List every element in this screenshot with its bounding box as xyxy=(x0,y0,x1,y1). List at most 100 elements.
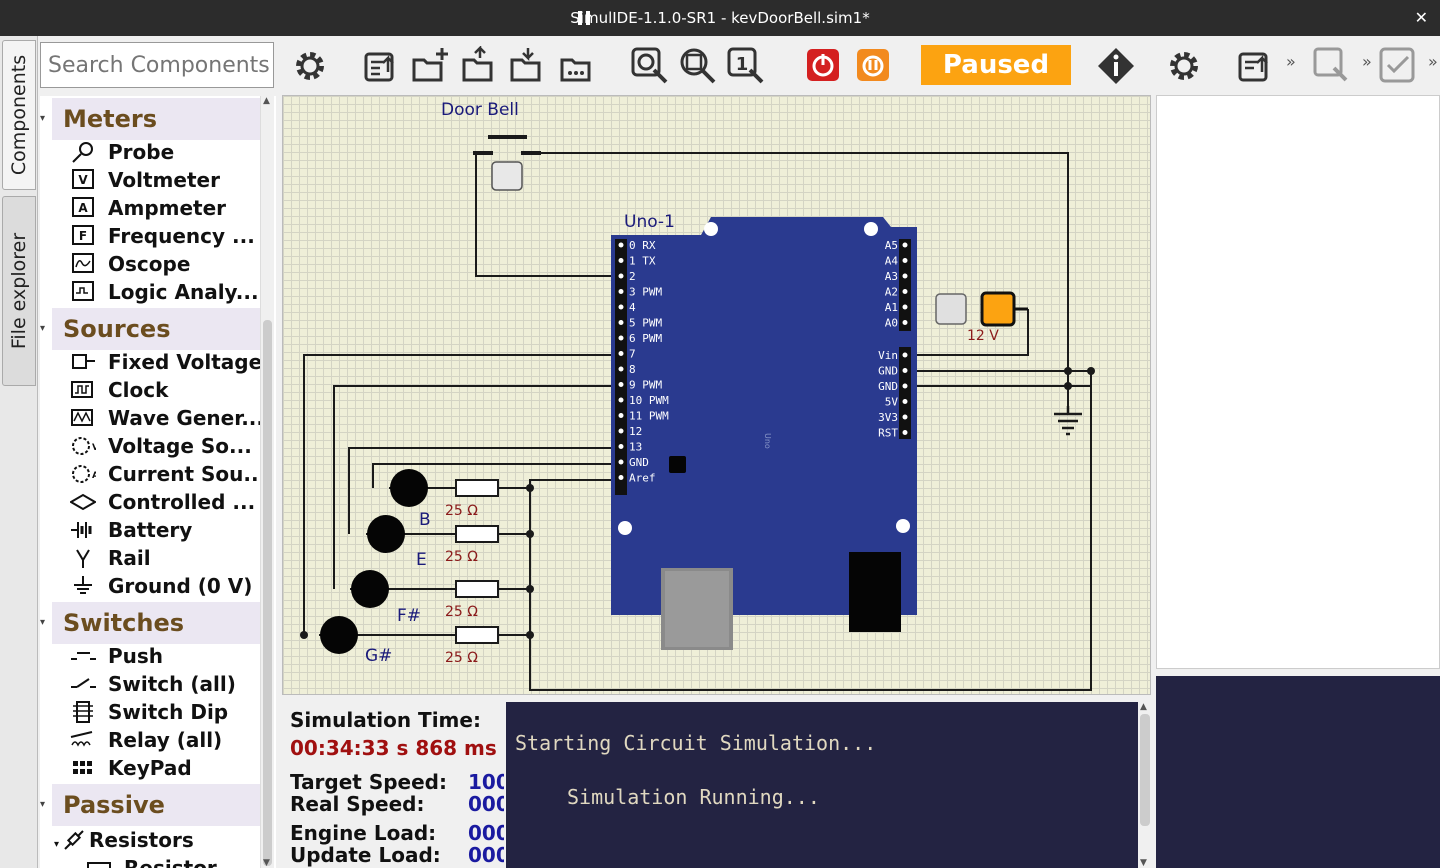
console-scrollbar[interactable]: ▲▼ xyxy=(1138,702,1152,868)
pin-dot[interactable] xyxy=(902,430,908,435)
pin-dot[interactable] xyxy=(618,428,624,434)
category-meters[interactable]: ▾Meters xyxy=(40,98,260,140)
save-as-icon[interactable] xyxy=(558,46,598,86)
arduino-uno-board[interactable]: Uno xyxy=(611,217,917,650)
secondary-output-panel xyxy=(1156,676,1440,868)
list-item[interactable]: Switch Dip xyxy=(70,698,270,726)
list-item[interactable]: Rail xyxy=(70,544,270,572)
pin-dot[interactable] xyxy=(902,242,908,248)
list-item[interactable]: Switch (all) xyxy=(70,670,270,698)
pin-dot[interactable] xyxy=(618,366,624,372)
list-item[interactable]: KeyPad xyxy=(70,754,270,782)
component-list-scrollbar[interactable]: ▲▼ xyxy=(260,96,274,868)
list-item[interactable]: Controlled ... xyxy=(70,488,270,516)
info-icon[interactable] xyxy=(1096,46,1136,86)
pin-dot[interactable] xyxy=(902,320,908,325)
pin-dot[interactable] xyxy=(618,459,624,465)
pin-dot[interactable] xyxy=(618,475,624,480)
category-passive[interactable]: ▾Passive xyxy=(40,784,260,826)
resistor[interactable] xyxy=(455,580,499,598)
list-item-resistors[interactable]: ▾Resistors xyxy=(54,828,194,852)
pin-dot[interactable] xyxy=(902,289,908,294)
vin-switch[interactable] xyxy=(935,293,967,325)
list-item[interactable]: Ground (0 V) xyxy=(70,572,270,600)
pin-dot[interactable] xyxy=(618,335,624,341)
resistor-label: 25 Ω xyxy=(445,503,478,519)
open-folder-icon[interactable] xyxy=(460,46,500,86)
pause-simulation-icon[interactable] xyxy=(856,48,890,82)
pin-dot[interactable] xyxy=(618,351,624,356)
svg-text:A: A xyxy=(92,471,96,481)
pin-dot[interactable] xyxy=(902,258,908,263)
pin-dot[interactable] xyxy=(618,304,624,310)
status-paused-badge[interactable]: Paused xyxy=(921,45,1071,85)
pin-dot[interactable] xyxy=(902,273,908,279)
buzzer-3[interactable] xyxy=(319,616,456,654)
toolbar-overflow-3[interactable]: » xyxy=(1428,52,1438,71)
checkbox-icon[interactable] xyxy=(1378,46,1418,86)
pin-label: A4 xyxy=(885,255,899,268)
open-recent-icon[interactable] xyxy=(1236,46,1276,86)
zoom-fit-icon[interactable] xyxy=(630,46,670,86)
list-item[interactable]: Resistor xyxy=(86,854,276,868)
close-icon[interactable]: ✕ xyxy=(1414,8,1428,27)
list-item[interactable]: Relay (all) xyxy=(70,726,270,754)
list-item[interactable]: Battery xyxy=(70,516,270,544)
zoom-selection-icon[interactable] xyxy=(678,46,718,86)
buzzer-2[interactable] xyxy=(350,570,456,608)
pin-dot[interactable] xyxy=(618,413,624,418)
pin-dot[interactable] xyxy=(618,258,624,263)
settings-gear-icon[interactable] xyxy=(290,46,330,86)
pin-dot[interactable] xyxy=(902,383,908,389)
pin-dot[interactable] xyxy=(618,444,624,449)
save-icon[interactable] xyxy=(508,46,548,86)
list-item[interactable]: Oscope xyxy=(70,250,270,278)
supply-12v[interactable] xyxy=(980,291,1028,327)
pin-dot[interactable] xyxy=(618,397,624,403)
pin-dot[interactable] xyxy=(618,273,624,279)
doorbell-push-button[interactable] xyxy=(473,135,541,191)
tab-file-explorer[interactable]: File explorer xyxy=(2,196,36,386)
search-input[interactable] xyxy=(40,42,274,88)
list-item[interactable]: Probe xyxy=(70,138,270,166)
settings-gear-icon[interactable] xyxy=(1164,46,1204,86)
resistor[interactable] xyxy=(455,479,499,497)
open-recent-icon[interactable] xyxy=(362,46,402,86)
list-item[interactable]: Clock xyxy=(70,376,270,404)
list-item[interactable]: Push xyxy=(70,642,270,670)
current-source-icon: A xyxy=(72,464,96,483)
list-item[interactable]: Logic Analy... xyxy=(70,278,270,306)
toolbar-overflow[interactable]: » xyxy=(1286,52,1296,71)
resistor[interactable] xyxy=(455,626,499,644)
pin-dot[interactable] xyxy=(902,414,908,420)
tab-components[interactable]: Components xyxy=(2,40,36,190)
list-item[interactable]: Fixed Voltage xyxy=(70,348,270,376)
resistor[interactable] xyxy=(455,525,499,543)
pin-dot[interactable] xyxy=(902,399,908,404)
pin-dot[interactable] xyxy=(902,304,908,310)
find-component-icon[interactable] xyxy=(1312,46,1352,86)
pin-dot[interactable] xyxy=(618,242,624,248)
zoom-one-icon[interactable]: 1 xyxy=(726,46,766,86)
toolbar-overflow-2[interactable]: » xyxy=(1362,52,1372,71)
category-sources[interactable]: ▾Sources xyxy=(40,308,260,350)
console-output[interactable]: Starting Circuit Simulation... Simulatio… xyxy=(506,702,1138,868)
list-item[interactable]: Wave Gener... xyxy=(70,404,270,432)
pin-dot[interactable] xyxy=(902,368,908,373)
pin-dot[interactable] xyxy=(618,382,624,387)
buzzer-0[interactable] xyxy=(389,469,456,507)
properties-panel[interactable] xyxy=(1156,95,1440,669)
pin-dot[interactable] xyxy=(902,352,908,358)
power-icon[interactable] xyxy=(806,48,840,82)
category-switches[interactable]: ▾Switches xyxy=(40,602,260,644)
buzzer-1[interactable] xyxy=(366,515,456,553)
pin-dot[interactable] xyxy=(618,289,624,294)
pin-dot[interactable] xyxy=(618,320,624,325)
new-circuit-icon[interactable] xyxy=(410,46,450,86)
